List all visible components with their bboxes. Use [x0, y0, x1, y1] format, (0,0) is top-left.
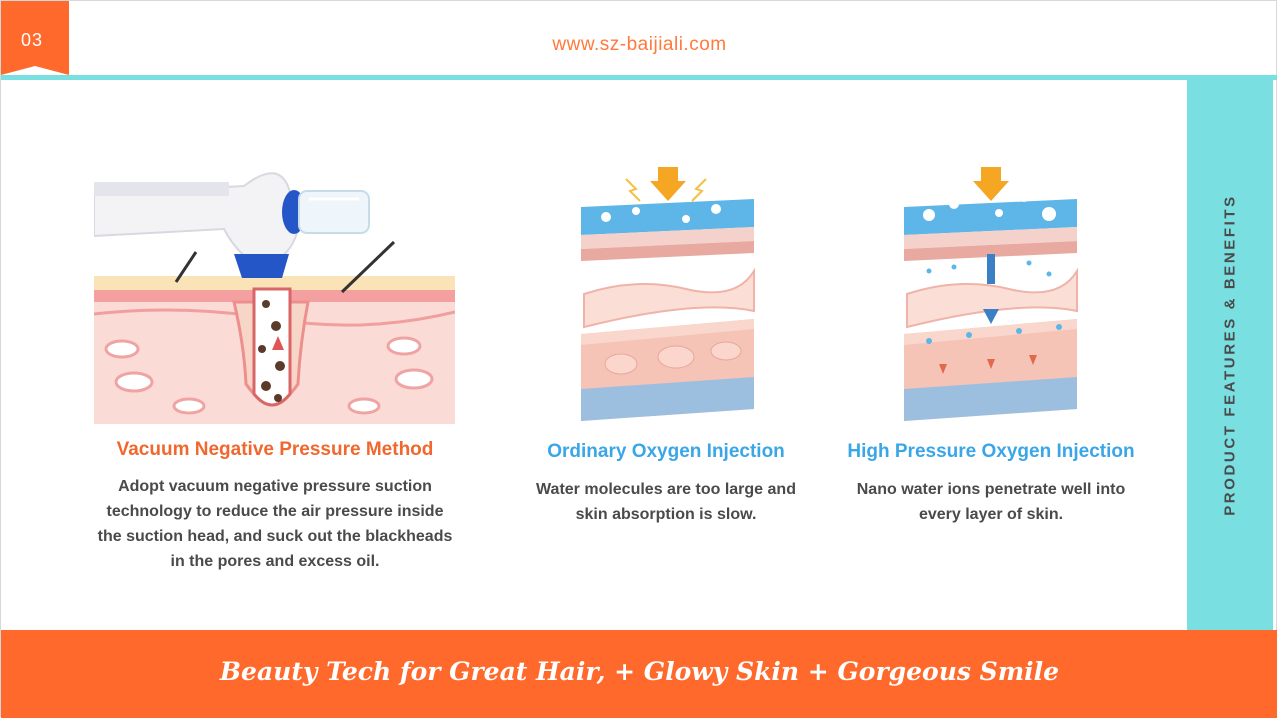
footer-banner: Beauty Tech for Great Hair, + Glowy Skin… [1, 630, 1277, 718]
page-number: 03 [21, 30, 44, 50]
page-number-badge: 03 [1, 1, 69, 75]
feature-high-pressure-oxygen-description: Nano water ions penetrate well into ever… [856, 481, 1126, 523]
feature-high-pressure-oxygen: High Pressure Oxygen Injection Nano wate… [841, 154, 1141, 534]
feature-vacuum: Vacuum Negative Pressure Method Adopt va… [94, 154, 456, 584]
high-pressure-oxygen-illustration [904, 167, 1078, 421]
footer-tagline: Beauty Tech for Great Hair, + Glowy Skin… [219, 657, 1060, 686]
feature-vacuum-description: Adopt vacuum negative pressure suction t… [97, 478, 453, 570]
feature-ordinary-oxygen: Ordinary Oxygen Injection Water molecule… [531, 154, 801, 534]
side-panel: PRODUCT FEATURES & BENEFITS [1187, 80, 1273, 630]
feature-ordinary-oxygen-description: Water molecules are too large and skin a… [536, 481, 796, 523]
ordinary-oxygen-illustration [581, 167, 755, 421]
feature-high-pressure-oxygen-title: High Pressure Oxygen Injection [847, 441, 1135, 462]
feature-vacuum-title: Vacuum Negative Pressure Method [116, 439, 434, 460]
feature-ordinary-oxygen-title: Ordinary Oxygen Injection [547, 441, 785, 462]
badge-notch [1, 66, 69, 75]
website-url[interactable]: www.sz-baijiali.com [552, 34, 727, 55]
vacuum-illustration [94, 154, 455, 424]
side-panel-label: PRODUCT FEATURES & BENEFITS [1221, 194, 1239, 516]
header-divider [1, 75, 1277, 80]
